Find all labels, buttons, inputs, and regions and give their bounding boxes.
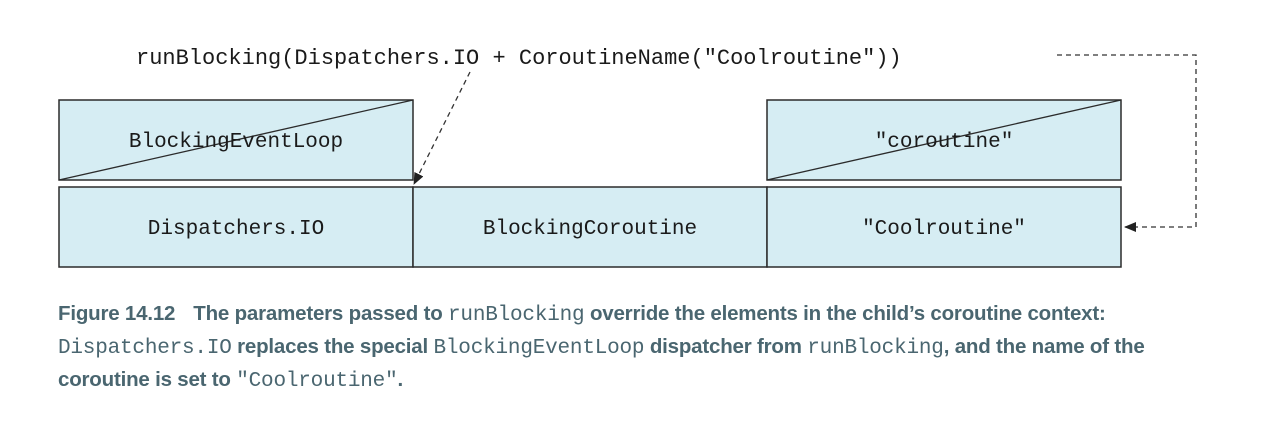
caption-text: The parameters passed to xyxy=(193,302,449,325)
coroutine-name-old-label: "coroutine" xyxy=(875,131,1014,154)
strike-line xyxy=(58,99,414,181)
coroutine-context-diagram: runBlocking(Dispatchers.IO + CoroutineNa… xyxy=(58,46,1197,268)
strike-line xyxy=(766,99,1122,181)
job-box xyxy=(412,186,768,268)
caption-text: override the elements in the child’s cor… xyxy=(584,302,1106,325)
caption-text: dispatcher from xyxy=(644,335,808,358)
dispatcher-box xyxy=(58,186,414,268)
dispatcher-override-arrow xyxy=(413,71,471,185)
run-blocking-code-line: runBlocking(Dispatchers.IO + CoroutineNa… xyxy=(136,46,902,71)
overridden-dispatcher-box: BlockingEventLoop xyxy=(58,99,414,181)
blocking-coroutine-label: BlockingCoroutine xyxy=(483,218,697,241)
caption-code: runBlocking xyxy=(448,304,585,327)
figure-caption: Figure 14.12 The parameters passed to run… xyxy=(58,298,1238,397)
dispatchers-io-label: Dispatchers.IO xyxy=(148,218,324,241)
caption-code: "Coolroutine" xyxy=(236,370,398,393)
caption-text: . xyxy=(397,368,403,391)
overridden-name-box: "coroutine" xyxy=(766,99,1122,181)
context-row: Dispatchers.IO BlockingCoroutine "Coolro… xyxy=(58,186,1122,268)
caption-text: replaces the special xyxy=(231,335,434,358)
blocking-event-loop-label: BlockingEventLoop xyxy=(129,131,343,154)
caption-code: Dispatchers.IO xyxy=(58,337,232,360)
caption-text: , and the name of the coroutine is set t… xyxy=(58,335,1145,391)
caption-code: runBlocking xyxy=(807,337,944,360)
figure-label: Figure 14.12 xyxy=(58,302,176,325)
name-override-arrow xyxy=(1057,54,1197,232)
caption-code: BlockingEventLoop xyxy=(433,337,645,360)
name-box xyxy=(766,186,1122,268)
coolroutine-label: "Coolroutine" xyxy=(862,218,1026,241)
